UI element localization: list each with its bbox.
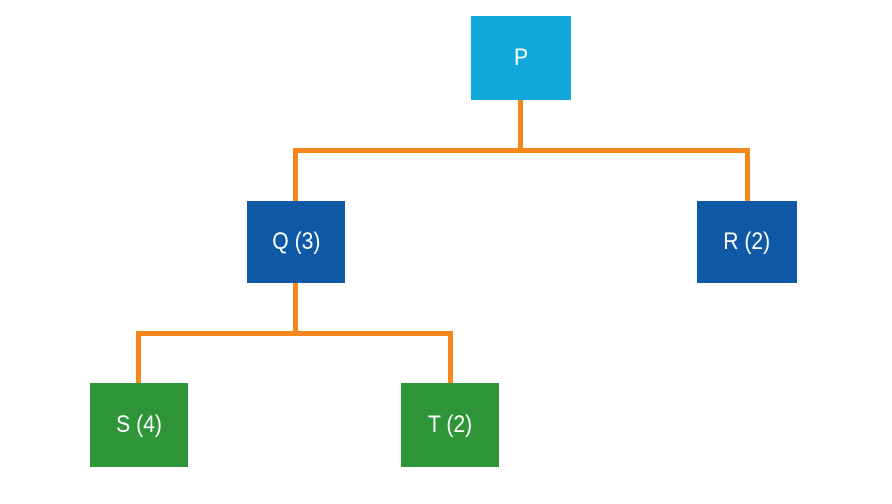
tree-node-p-label: P	[513, 44, 529, 71]
tree-node-p: P	[471, 16, 571, 100]
tree-node-q: Q (3)	[247, 201, 345, 283]
connector-q-vertical-up	[293, 148, 298, 201]
tree-node-s-label: S (4)	[116, 411, 162, 438]
tree-node-t-label: T (2)	[427, 411, 473, 438]
tree-node-t: T (2)	[401, 383, 499, 467]
tree-node-q-label: Q (3)	[271, 228, 321, 255]
connector-level3-horizontal	[136, 331, 453, 336]
tree-node-r-label: R (2)	[723, 228, 771, 255]
tree-node-s: S (4)	[90, 383, 188, 467]
connector-t-vertical-up	[448, 331, 453, 383]
connector-level2-horizontal	[293, 148, 750, 153]
connector-s-vertical-up	[136, 331, 141, 383]
tree-node-r: R (2)	[697, 201, 797, 283]
connector-r-vertical-up	[745, 148, 750, 201]
connector-q-vertical-down	[293, 283, 298, 336]
connector-p-vertical	[518, 100, 523, 153]
